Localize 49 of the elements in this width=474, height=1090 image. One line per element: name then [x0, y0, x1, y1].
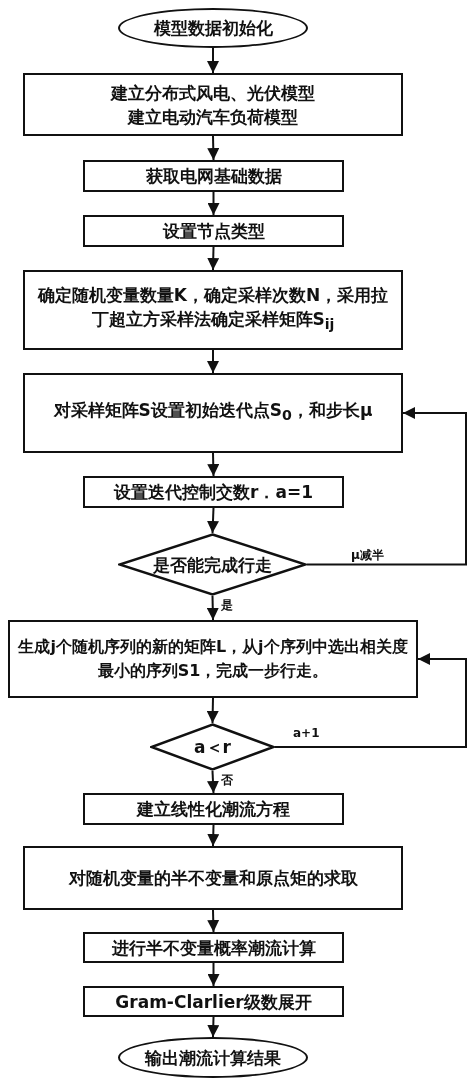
arrow: [206, 595, 219, 621]
node-text: 生成j个随机序列的新的矩阵L，从j个序列中选出相关度最小的序列S1，完成一步行走。: [16, 636, 409, 682]
decision-diamond: [118, 533, 307, 596]
node-text: 是否能完成行走: [152, 553, 273, 577]
arrow: [207, 246, 220, 271]
process-box: [83, 932, 344, 963]
node-text: 建立线性化潮流方程: [135, 798, 291, 821]
process-box: [23, 846, 403, 910]
node-text: 对随机变量的半不变量和原点矩的求取: [67, 867, 359, 890]
process-box: [83, 793, 344, 825]
node-text: 进行半不变量概率潮流计算: [110, 936, 317, 960]
node-text: 确定随机变量数量K，确定采样次数N，采用拉丁超立方采样法确定采样矩阵S$_{ij}$: [36, 284, 390, 335]
node-text: Gram-Clarlier级数展开: [114, 990, 313, 1014]
process-box: [83, 986, 344, 1017]
process-box: [8, 620, 418, 698]
arrow: [207, 824, 220, 847]
process-box: [23, 270, 403, 350]
node-text: 模型数据初始化: [152, 17, 274, 40]
node-text: 建立电动汽车负荷模型: [126, 105, 299, 129]
arrow: [207, 135, 220, 161]
arrow: [207, 507, 219, 534]
arrow: [274, 653, 467, 748]
node-text: 设置节点类型: [161, 220, 266, 243]
node-text: 输出潮流计算结果: [143, 1046, 282, 1070]
arrow: [206, 697, 219, 724]
node-text: 建立分布式风电、光伏模型: [109, 81, 316, 105]
edge-label: 是: [220, 598, 234, 612]
arrow: [207, 452, 220, 477]
process-box: [83, 160, 344, 192]
arrow: [207, 191, 220, 216]
node-text: 对采样矩阵S设置初始迭代点S$_{0}$，和步长μ: [52, 399, 374, 426]
arrow: [207, 349, 219, 374]
process-box: [23, 73, 403, 136]
node-text: 设置迭代控制交数r．a=1: [112, 481, 314, 504]
arrow: [207, 962, 220, 987]
arrow: [207, 909, 220, 933]
process-box: [83, 215, 344, 247]
arrow: [207, 47, 219, 74]
edge-label: a+1: [292, 726, 321, 740]
edge-label: μ减半: [350, 548, 385, 562]
edge-label: 否: [220, 773, 234, 787]
arrow: [207, 1016, 220, 1038]
decision-diamond: [150, 723, 275, 771]
node-text: a＜r: [193, 736, 232, 759]
process-box: [83, 476, 344, 508]
node-text: 获取电网基础数据: [144, 165, 283, 188]
process-box: [23, 373, 403, 453]
arrow: [206, 770, 219, 794]
arrow: [306, 407, 467, 566]
